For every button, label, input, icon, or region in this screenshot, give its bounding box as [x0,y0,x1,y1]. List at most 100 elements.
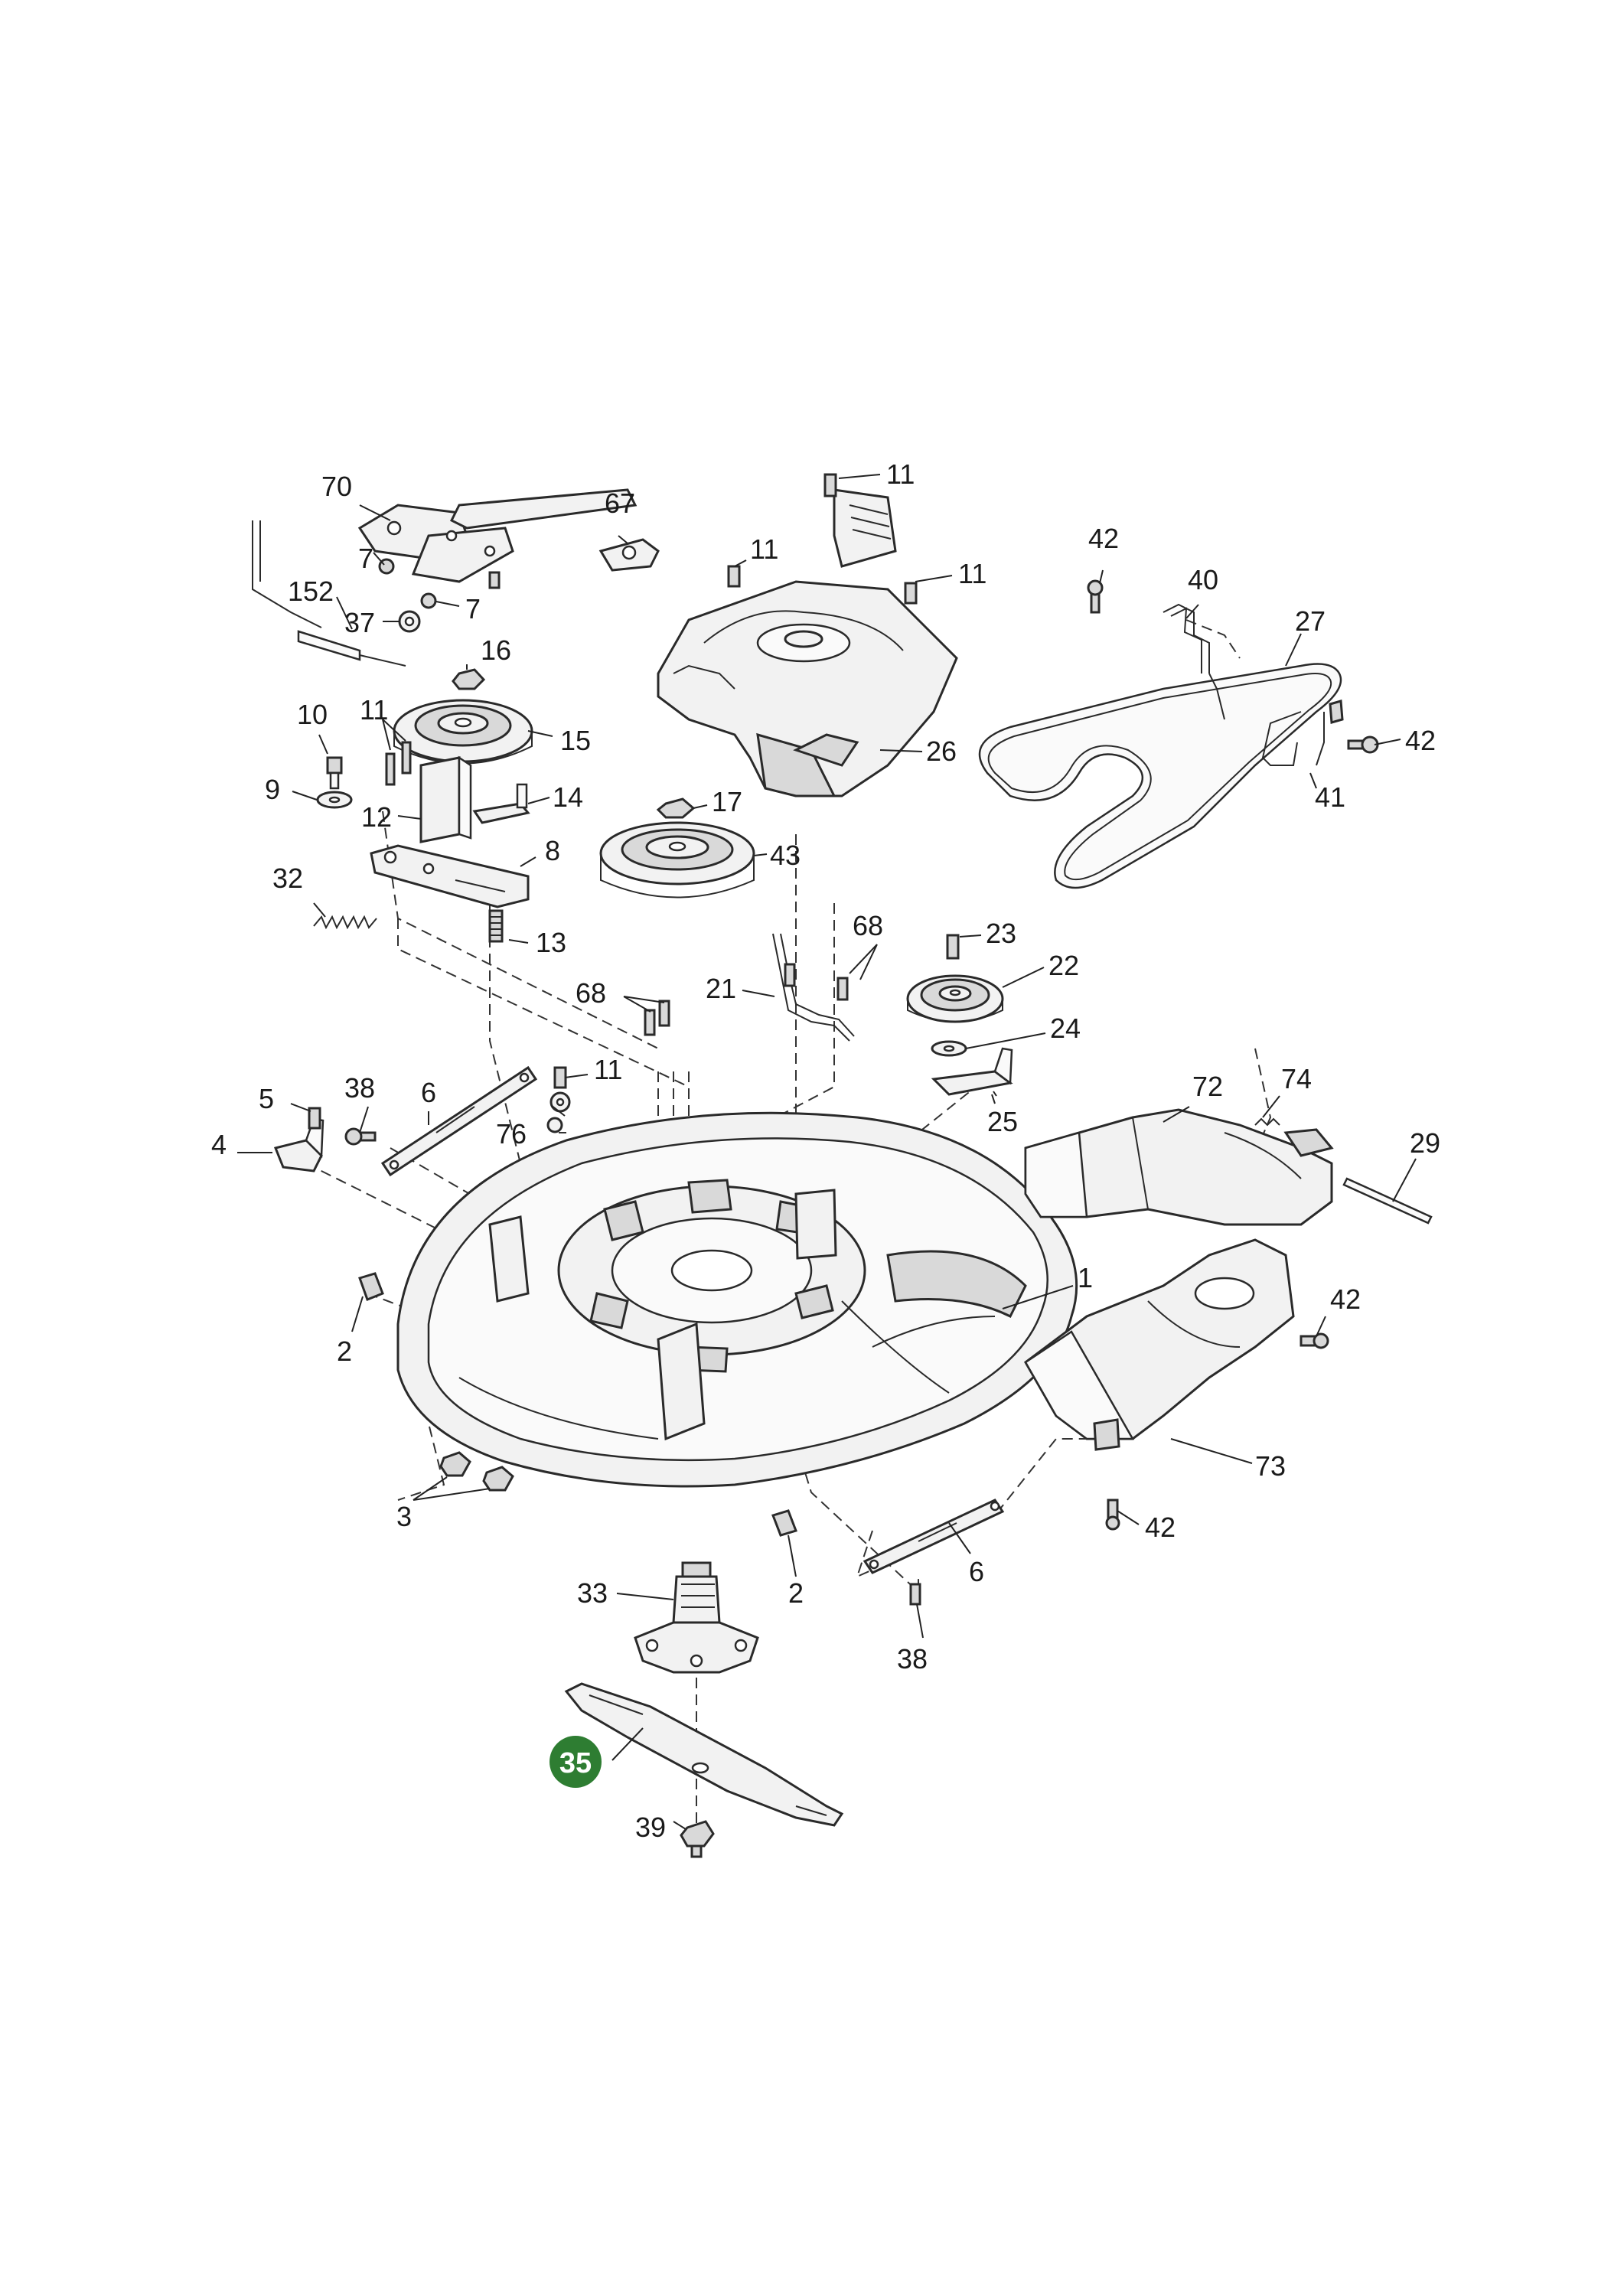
part-17-nut [656,797,696,819]
part-70-control-bracket [252,488,638,628]
part-16-nut [452,668,486,690]
callout-1: 1 [1078,1262,1093,1293]
callout-2: 2 [337,1336,352,1367]
part-2-pin-bottom [771,1509,797,1537]
callout-42: 42 [1145,1512,1176,1543]
part-3-nuts [439,1451,514,1492]
callout-17: 17 [712,786,742,817]
callout-8: 8 [545,835,560,866]
part-26-belt-shield [657,488,958,797]
part-38-bolt-bottom [909,1583,921,1606]
callout-67: 67 [605,488,635,519]
callout-24: 24 [1050,1013,1081,1044]
callout-26: 26 [926,735,957,767]
callout-33: 33 [577,1577,608,1609]
callout-41: 41 [1315,781,1345,813]
part-13-bolt [488,909,504,943]
part-35-mower-blade [564,1682,844,1827]
callout-22: 22 [1048,950,1079,981]
part-8-idler-arm [370,844,530,908]
callout-68: 68 [853,910,883,941]
callout-38: 38 [897,1643,928,1675]
part-72-discharge-chute [1024,1108,1334,1226]
part-29-rod [1342,1177,1433,1225]
callout-11: 11 [750,533,778,565]
callout-11: 11 [886,458,915,490]
callout-21: 21 [706,973,736,1004]
part-27-v-belt [978,663,1342,889]
part-11-bolts-left [385,741,412,786]
callout-14: 14 [553,781,583,813]
part-5-bolt [308,1107,321,1130]
callout-4: 4 [211,1129,227,1160]
part-67-rod-end [598,538,660,572]
part-24-washer [931,1040,967,1057]
part-41-belt-guide [1261,700,1344,766]
highlighted-callout-35[interactable]: 35 [549,1736,602,1788]
part-2-pin-left [358,1272,384,1301]
part-68-bolts-center [644,1000,670,1036]
callout-42: 42 [1405,725,1436,756]
part-12-bracket-plate [419,755,472,843]
highlight-label: 35 [559,1747,592,1779]
callout-76: 76 [496,1118,527,1150]
callout-39: 39 [635,1812,666,1843]
leader-lines [237,474,1417,1830]
callout-42: 42 [1088,523,1119,554]
callout-40: 40 [1188,564,1218,595]
callout-12: 12 [361,801,392,833]
part-9-washer [316,791,353,809]
callout-38: 38 [344,1072,375,1104]
callout-70: 70 [321,471,352,502]
callout-11: 11 [594,1054,622,1085]
callout-7: 7 [358,543,373,574]
part-21-idler-bracket [772,933,855,1042]
callout-16: 16 [481,634,511,666]
part-6-hanger-arm-bottom [863,1499,1005,1574]
callout-13: 13 [536,927,566,958]
callout-9: 9 [265,774,280,805]
part-73-side-cover [1024,1238,1295,1451]
part-10-bolt [326,756,343,790]
callout-27: 27 [1295,605,1326,637]
callout-68: 68 [576,977,606,1009]
callout-74: 74 [1281,1063,1312,1094]
part-22-idler-pulley [906,974,1004,1023]
part-40-belt-guide [1163,603,1225,720]
part-23-bolt [946,934,960,960]
callout-10: 10 [297,699,328,730]
callout-72: 72 [1192,1071,1223,1102]
callout-25: 25 [987,1106,1018,1137]
callout-labels: 70 67 7 7 152 37 16 10 11 15 9 12 14 8 3… [211,458,1440,1843]
part-38-bolt-top [344,1127,377,1146]
part-25-bracket [931,1047,1013,1096]
part-43-drive-pulley [599,821,755,899]
part-33-spindle [634,1561,759,1674]
part-6-hanger-arm-top [380,1065,538,1177]
callout-43: 43 [770,840,801,871]
callout-3: 3 [396,1501,412,1532]
callout-7: 7 [465,593,481,625]
part-74-spring-pin [1254,1117,1280,1127]
part-14-small-bracket [472,783,530,824]
callout-37: 37 [344,607,375,638]
highlight-badge [549,1736,602,1788]
part-152-cable-spring [297,630,406,667]
part-32-spring [313,915,377,930]
callout-6: 6 [421,1077,436,1108]
callout-11: 11 [958,558,986,589]
callout-23: 23 [986,918,1016,949]
callout-29: 29 [1410,1127,1440,1159]
part-11-bolts-shield [727,473,918,605]
callout-32: 32 [272,863,303,894]
callout-6: 6 [969,1556,984,1587]
part-39-blade-bolt [680,1820,715,1858]
part-42-bolts-cover [1105,1332,1329,1531]
callout-15: 15 [560,725,591,756]
callout-11: 11 [360,694,388,726]
part-15-idler-pulley [393,699,533,765]
callout-2: 2 [788,1577,804,1609]
part-1-mower-deck [396,1111,1078,1488]
callout-42: 42 [1330,1283,1361,1315]
